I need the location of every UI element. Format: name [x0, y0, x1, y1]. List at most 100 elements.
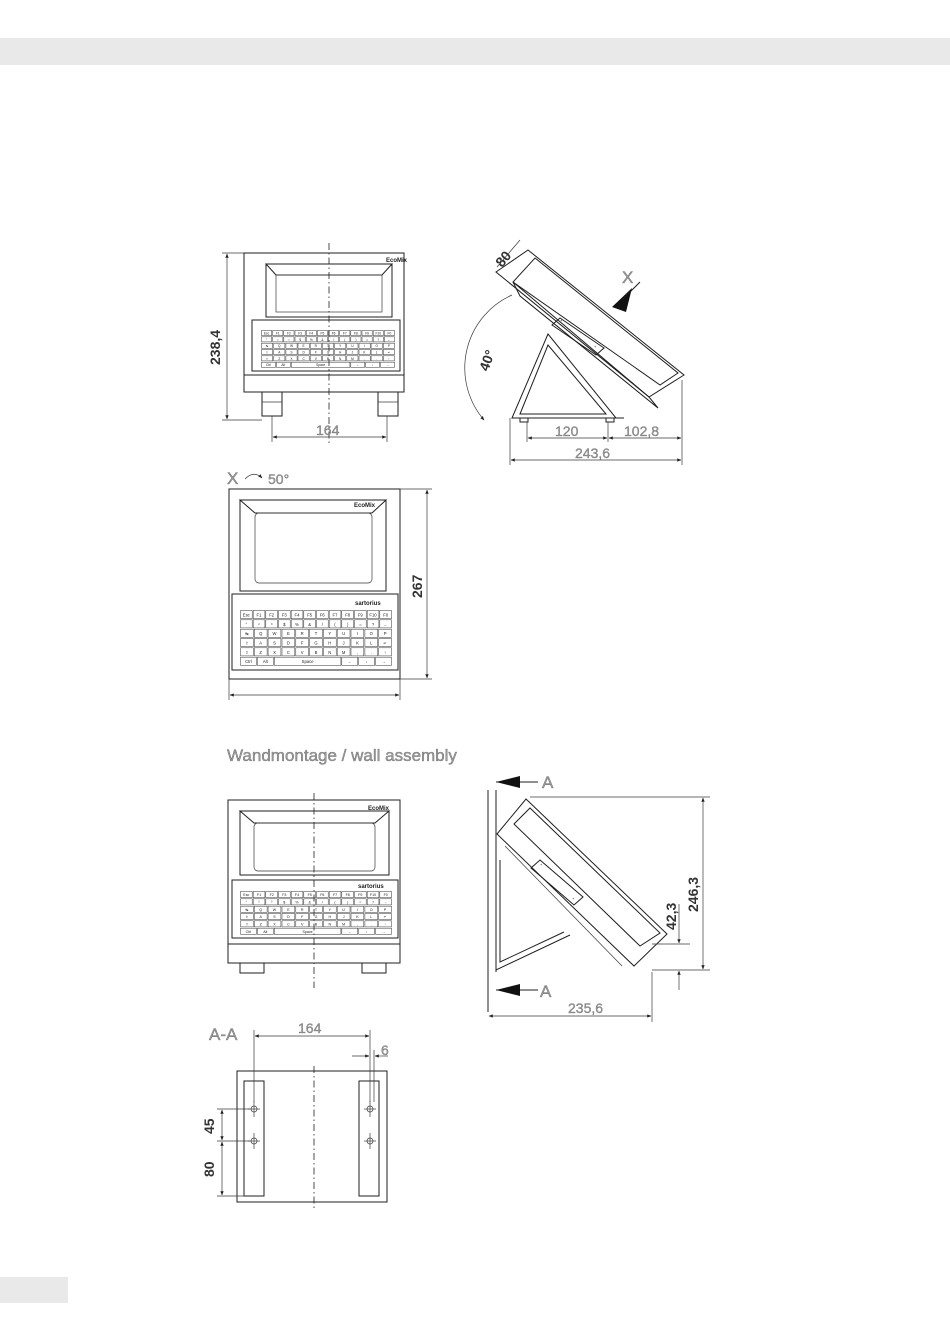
keyboard-key-label: ← — [384, 901, 388, 905]
keyboard-key — [375, 656, 392, 666]
keyboard-key — [278, 619, 291, 629]
keyboard-key-label: T — [327, 344, 329, 348]
keyboard-key — [240, 628, 254, 638]
keyboard-key — [322, 355, 334, 362]
keyboard-key-label: Alt — [263, 659, 269, 664]
keyboard-key — [358, 342, 371, 349]
side-angle-label: 40° — [476, 348, 498, 373]
keyboard-key — [350, 920, 365, 928]
keyboard-key-label: Q — [259, 908, 262, 912]
keyboard-key — [341, 891, 354, 898]
keyboard-key-label: / — [322, 622, 324, 627]
front-brand: EcoMix — [386, 258, 408, 264]
keyboard-key-label: S — [273, 915, 276, 919]
keyboard-key-label: F7 — [333, 613, 339, 618]
keyboard-key-label: N — [328, 923, 331, 927]
keyboard-key-label: ( — [344, 338, 346, 342]
keyboard-key-label: R — [301, 631, 304, 636]
keyboard-key — [323, 628, 337, 638]
keyboard-key-label: F8 — [345, 613, 351, 618]
keyboard-key — [379, 619, 392, 629]
keyboard-key-label: ↵ — [383, 641, 387, 646]
keyboard-key — [265, 610, 278, 619]
keyboard-key-label: F5 — [308, 893, 312, 897]
keyboard-key — [309, 913, 323, 920]
keyboard-key-label: ° — [266, 338, 268, 342]
keyboard-key-label: G — [315, 915, 318, 919]
keyboard-key-label: W — [273, 631, 277, 636]
aa-hole-label: 6 — [381, 1042, 389, 1058]
keyboard-key-label: ← — [388, 338, 391, 342]
keyboard-key-label: ← — [348, 659, 352, 664]
keyboard-key — [370, 355, 383, 362]
keyboard-key — [254, 647, 268, 657]
keyboard-key — [361, 336, 373, 343]
keyboard-key-label: → — [382, 930, 386, 934]
keyboard-key-label: F0 — [388, 331, 392, 335]
keyboard-key — [316, 619, 329, 629]
keyboard-key — [274, 656, 342, 666]
keyboard-key — [290, 898, 304, 906]
hole-right-bottom — [364, 1133, 376, 1149]
keyboard-key-label: ↹ — [245, 908, 249, 912]
keyboard-key — [309, 349, 322, 355]
keyboard-key-label: F8 — [346, 893, 350, 897]
keyboard-key-label: R — [301, 908, 304, 912]
keyboard-key — [364, 920, 378, 928]
keyboard-key — [323, 920, 337, 928]
keyboard-key-label: X — [290, 357, 293, 361]
keyboard-key — [281, 647, 296, 657]
keyboard-key — [358, 355, 371, 362]
keyboard-key — [240, 905, 254, 913]
keyboard-key-label: & — [308, 901, 311, 905]
wall-front-view: EcoMix sartorius — [227, 793, 401, 988]
keyboard-key — [375, 927, 392, 935]
keyboard-key-label: % — [295, 901, 299, 905]
keyboard-key-label: F4 — [295, 893, 299, 897]
keyboard-key-label: N — [339, 357, 342, 361]
keyboard-key-label: Alt — [281, 363, 285, 367]
keyboard-key-label: X — [273, 650, 276, 655]
keyboard-key — [240, 927, 257, 935]
keyboard-key — [361, 330, 373, 336]
keyboard-key — [380, 361, 395, 368]
keyboard-key — [350, 647, 365, 657]
keyboard-key-label: , — [364, 357, 365, 361]
keyboard-key-label: ( — [334, 622, 336, 627]
keyboard-key — [379, 610, 392, 619]
keyboard-key — [358, 656, 375, 666]
svg-text:+: + — [572, 896, 575, 901]
keyboard-key — [261, 342, 273, 349]
keyboard-key-label: X — [273, 923, 276, 927]
keyboard-key — [240, 647, 254, 657]
keyboard-key — [309, 638, 323, 647]
keyboard-key — [261, 330, 272, 336]
keyboard-key — [336, 628, 351, 638]
keyboard-key-label: ↑ — [384, 923, 386, 927]
keyboard-key-label: Z — [259, 650, 262, 655]
keyboard-key-label: , — [357, 923, 358, 927]
keyboard-key-label: ↹ — [245, 631, 249, 636]
keyboard-key — [346, 342, 359, 349]
keyboard-key-label: Y — [328, 631, 331, 636]
keyboard-key-label: F2 — [269, 613, 275, 618]
keyboard-key — [366, 619, 380, 629]
keyboard-key — [341, 656, 358, 666]
keyboard-key-label: Ctrl — [266, 363, 271, 367]
keyboard-key-label: G — [314, 641, 317, 646]
keyboard-key — [379, 891, 392, 898]
keyboard-key — [328, 610, 342, 619]
keyboard-key-label: ↵ — [388, 350, 391, 354]
keyboard-key — [328, 330, 339, 336]
keyboard-key — [346, 349, 359, 355]
keyboard-key-label: , — [357, 650, 358, 655]
keyboard-key — [341, 619, 354, 629]
keyboard-key — [378, 638, 392, 647]
keyboard-key-label: B — [327, 357, 329, 361]
keyboard-key — [364, 638, 378, 647]
aa-width-label: 164 — [298, 1020, 322, 1036]
keyboard-key-label: K — [363, 350, 366, 354]
keyboard-key — [240, 913, 254, 920]
keyboard-key-label: Space — [302, 930, 312, 934]
